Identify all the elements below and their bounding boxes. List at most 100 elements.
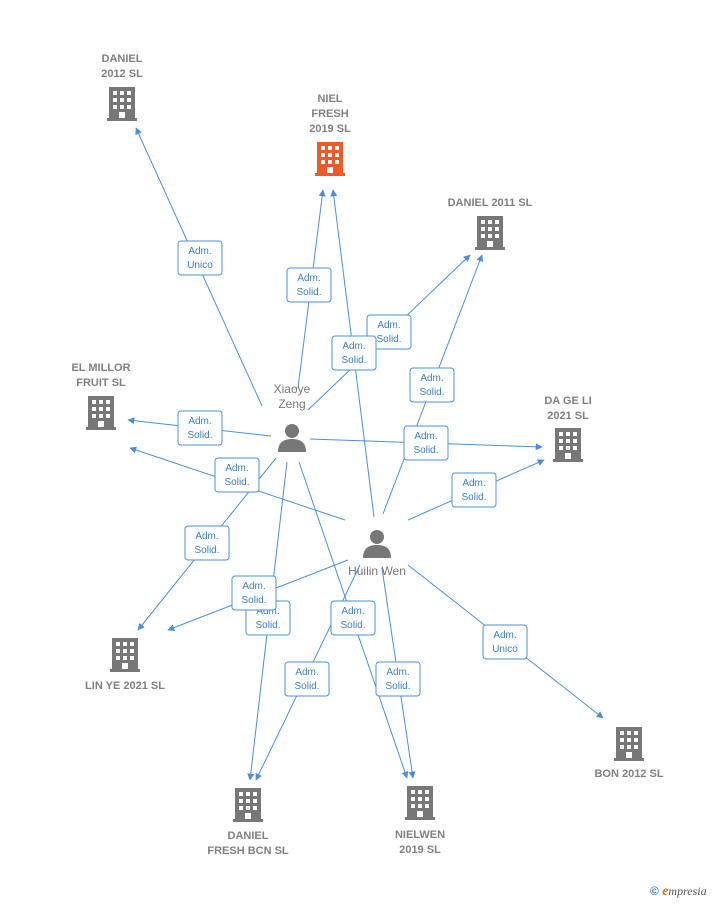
edge-label-box [330,600,376,636]
edge-label-huilin-to-bon-2012[interactable]: Adm. Unico [482,624,528,660]
edge-label-line: Solid. [255,620,280,631]
edge-label-line: Adm. [377,320,400,331]
edge-label-line: Adm. [341,606,364,617]
company-name-line: FRUIT SL [76,377,126,389]
edge-label-line: Solid. [187,430,212,441]
edge-label-xiaoye-to-el-millor[interactable]: Adm.Solid. [177,410,223,446]
company-name-line: FRESH [311,108,348,120]
company-name-line: 2019 SL [309,123,351,135]
edge-label-xiaoye-to-da-ge-li[interactable]: Adm. Solid. [403,425,449,461]
company-name-line: DA GE LI [544,395,591,407]
edge-label-line: Solid. [241,595,266,606]
edge-label-huilin-to-daniel-2011[interactable]: Adm.Solid. [409,367,455,403]
company-node-nielwen[interactable]: NIELWEN 2019 SL [395,786,445,856]
person-node-huilin[interactable]: Huilin Wen [348,530,406,578]
person-name-line: Huilin Wen [348,564,406,578]
edge-label-huilin-to-lin-ye[interactable]: Adm.Solid. [231,575,277,611]
edge-label-line: Adm. [414,431,437,442]
edge-label-line: Adm. [256,606,279,617]
company-node-bon-2012[interactable]: BON 2012 SL [594,727,664,780]
company-node-niel-fresh[interactable]: NIEL FRESH 2019 SL [309,93,351,176]
company-node-da-ge-li[interactable]: DA GE LI 2021 SL [544,395,592,462]
brand-rest: mpresia [668,884,707,898]
edge-label-line: Adm. [295,667,318,678]
edge-label-line: Solid. [296,287,321,298]
edge-label-xiaoye-to-niel-fresh[interactable]: Adm. Solid. [286,267,332,303]
building-icon [553,428,583,462]
edge-label-huilin-to-daniel-fresh-bcn[interactable]: Adm. Solid. [284,661,330,697]
building-icon [315,142,345,176]
edge-label-huilin-to-niel-fresh[interactable]: Adm. Solid. [331,335,377,371]
edge-label-line: Solid. [413,445,438,456]
edge-label-box [231,575,277,611]
edge-label-line: Solid. [294,681,319,692]
edge-label-box [286,267,332,303]
edge-label-line: Adm. [225,463,248,474]
building-icon [405,786,435,820]
edge-label-huilin-to-da-ge-li[interactable]: Adm.Solid. [451,472,497,508]
edge-label-line: Solid. [376,334,401,345]
building-icon [86,396,116,430]
edge-label-box [451,472,497,508]
edge-label-box [403,425,449,461]
edge-label-huilin-to-nielwen[interactable]: Adm. Solid. [375,661,421,697]
person-icon [363,530,391,558]
edge-label-box [284,661,330,697]
edge-label-line: Adm. [297,273,320,284]
edge-label-line: Unico [187,260,213,271]
edge-label-xiaoye-to-nielwen[interactable]: Adm. Solid. [330,600,376,636]
edge-label-line: Solid. [340,620,365,631]
edge-label-box [184,525,230,561]
edge-label-line: Solid. [461,492,486,503]
building-icon [614,727,644,761]
company-name-line: FRESH BCN SL [207,845,289,857]
edges-layer [127,127,604,781]
edge-label-line: Solid. [224,477,249,488]
company-name-line: EL MILLOR [71,362,130,374]
building-icon [110,638,140,672]
edge-label-box [366,314,412,350]
edge-label-line: Adm. [386,667,409,678]
edge-label-line: Solid. [341,355,366,366]
person-icon [278,424,306,452]
company-node-el-millor[interactable]: EL MILLOR FRUIT SL [71,362,131,430]
company-name-line: DANIEL 2011 SL [448,197,533,209]
edge-label-line: Adm. [342,341,365,352]
brand-initial: e [662,884,669,899]
company-name-line: LIN YE 2021 SL [85,680,165,692]
edge-label-line: Unico [492,644,518,655]
building-icon [475,216,505,250]
edge-label-line: Solid. [385,681,410,692]
copyright-icon: © [650,884,659,898]
edge-label-line: Solid. [194,545,219,556]
building-icon [107,87,137,121]
company-node-daniel-2011[interactable]: DANIEL 2011 SL [448,197,533,250]
edge-label-huilin-to-el-millor[interactable]: Adm. Solid. [214,457,260,493]
edge-label-line: Adm. [195,531,218,542]
empresia-watermark[interactable]: © empresia [650,884,707,900]
company-name-line: 2019 SL [399,844,441,856]
edge-label-xiaoye-to-lin-ye[interactable]: Adm. Solid. [184,525,230,561]
company-name-line: 2021 SL [547,410,589,422]
person-name-line: Xiaoye [274,382,311,396]
edge-label-line: Adm. [493,630,516,641]
edge-label-line: Adm. [188,246,211,257]
company-name-line: NIEL [317,93,342,105]
edge-label-xiaoye-to-daniel-2011[interactable]: Adm. Solid. [366,314,412,350]
edge-label-box [331,335,377,371]
company-node-lin-ye[interactable]: LIN YE 2021 SL [85,638,165,692]
company-name-line: NIELWEN [395,829,445,841]
building-icon [233,788,263,822]
company-name-line: BON 2012 SL [594,768,663,780]
edge-label-line: Solid. [419,387,444,398]
edge-label-xiaoye-to-daniel-2012[interactable]: Adm. Unico [177,240,223,276]
company-name-line: DANIEL [102,53,143,65]
edge-label-box [375,661,421,697]
edge-labels-layer: Adm.UnicoAdm.Solid.Adm.Solid.Adm.Solid.A… [177,240,528,697]
person-name-line: Zeng [278,397,305,411]
